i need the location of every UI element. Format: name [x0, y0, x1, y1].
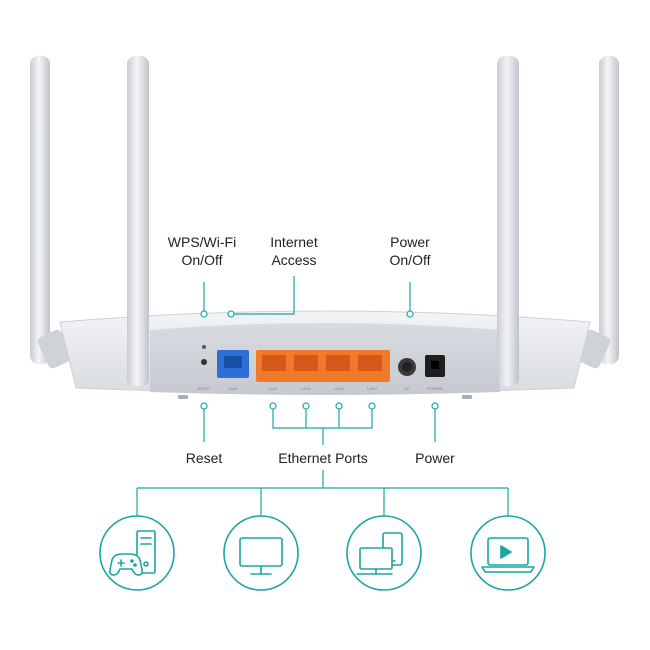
callout-ethernet-ports: Ethernet Ports: [278, 450, 368, 466]
top-connectors: [200, 276, 414, 318]
router-body: [59, 300, 591, 399]
callout-internet-line1: Internet: [270, 234, 318, 250]
callout-reset: Reset: [185, 450, 223, 466]
antenna-right-outer: [599, 56, 619, 364]
port-label-lan4: LAN4: [366, 386, 377, 391]
port-label-power: POWER: [427, 386, 443, 391]
port-label-lan2: LAN2: [300, 386, 311, 391]
callout-power-switch-line2: On/Off: [389, 252, 431, 268]
callout-wps-line2: On/Off: [181, 252, 223, 268]
port-label-lan1: LAN1: [267, 386, 278, 391]
callout-internet-line2: Access: [271, 252, 317, 268]
port-label-wan: WAN: [228, 386, 238, 391]
monitor-icon: [223, 515, 299, 591]
bottom-connectors: [136, 402, 509, 516]
antenna-left-outer: [30, 56, 50, 364]
lan-port-4[interactable]: [358, 355, 382, 371]
laptop-tablet-icon: [346, 515, 422, 591]
callout-power: Power: [415, 450, 455, 466]
port-panel: [201, 345, 445, 382]
callout-wps-line1: WPS/Wi-Fi: [167, 234, 237, 250]
port-label-onoff: I/O: [404, 386, 410, 391]
media-laptop-icon: [470, 515, 546, 591]
port-label-lan3: LAN3: [333, 386, 344, 391]
lan-port-1[interactable]: [262, 355, 286, 371]
gaming-pc-icon: [99, 515, 175, 591]
callout-power-switch-line1: Power: [390, 234, 430, 250]
device-icons: [99, 515, 546, 591]
port-label-reset: RESET: [197, 386, 211, 391]
callout-wps-wifi: WPS/Wi-Fi On/Off: [150, 233, 254, 269]
lan-port-2[interactable]: [294, 355, 318, 371]
lan-port-3[interactable]: [326, 355, 350, 371]
lan-port-group: [256, 350, 390, 382]
callout-power-switch: Power On/Off: [366, 233, 454, 269]
reset-pinhole[interactable]: [201, 359, 207, 365]
callout-internet-access: Internet Access: [250, 233, 338, 269]
